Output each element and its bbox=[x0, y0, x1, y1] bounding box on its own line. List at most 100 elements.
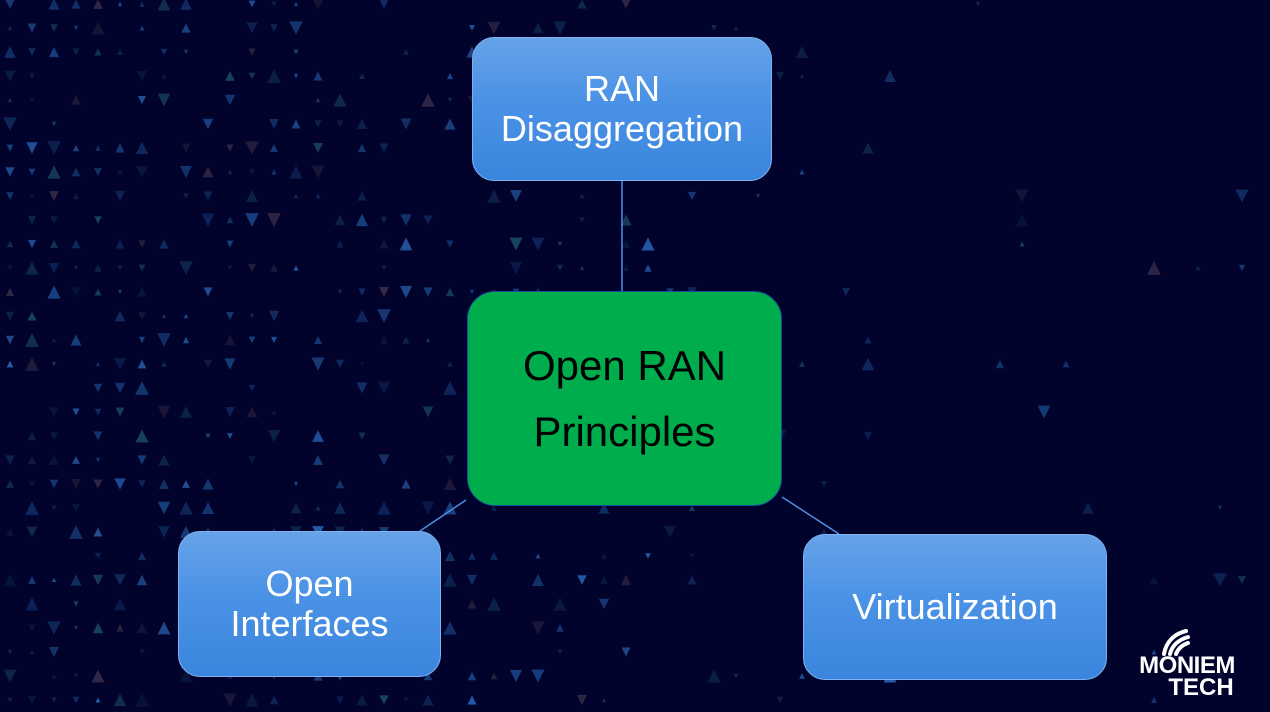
background-triangle bbox=[202, 166, 214, 178]
background-triangle bbox=[645, 553, 651, 559]
background-triangle bbox=[73, 25, 79, 31]
background-triangle bbox=[94, 288, 102, 296]
background-triangle bbox=[531, 669, 545, 683]
background-triangle bbox=[799, 361, 805, 367]
background-triangle bbox=[491, 505, 497, 511]
background-triangle bbox=[446, 72, 454, 80]
background-triangle bbox=[48, 46, 60, 58]
background-triangle bbox=[557, 241, 563, 247]
background-triangle bbox=[29, 649, 35, 655]
background-triangle bbox=[225, 71, 235, 81]
background-triangle bbox=[975, 1, 981, 7]
background-triangle bbox=[1082, 502, 1094, 514]
moniem-tech-logo: MONIEM TECH bbox=[1128, 628, 1246, 701]
background-triangle bbox=[113, 597, 127, 611]
background-triangle bbox=[556, 624, 564, 632]
background-triangle bbox=[467, 599, 477, 609]
background-triangle bbox=[159, 239, 169, 249]
background-triangle bbox=[622, 240, 630, 248]
background-triangle bbox=[579, 265, 585, 271]
background-triangle bbox=[884, 70, 896, 82]
background-triangle bbox=[27, 23, 37, 33]
background-triangle bbox=[621, 647, 631, 657]
background-triangle bbox=[421, 93, 435, 107]
background-triangle bbox=[51, 577, 57, 583]
background-triangle bbox=[861, 357, 875, 371]
background-triangle bbox=[1147, 261, 1161, 275]
background-triangle bbox=[335, 479, 345, 489]
background-triangle bbox=[28, 48, 36, 56]
logo-text-line1: MONIEM bbox=[1139, 652, 1235, 679]
background-triangle bbox=[72, 456, 80, 464]
background-triangle bbox=[620, 574, 632, 586]
background-triangle bbox=[795, 45, 809, 59]
background-triangle bbox=[27, 695, 37, 705]
background-triangle bbox=[842, 288, 850, 296]
background-triangle bbox=[314, 120, 322, 128]
background-triangle bbox=[116, 48, 124, 56]
background-triangle bbox=[93, 383, 103, 393]
background-triangle bbox=[117, 1, 123, 7]
background-triangle bbox=[270, 24, 278, 32]
background-triangle bbox=[290, 502, 302, 514]
node-label: Open RAN Principles bbox=[522, 341, 727, 455]
background-triangle bbox=[444, 550, 456, 562]
background-triangle bbox=[5, 287, 15, 297]
background-triangle bbox=[270, 336, 278, 344]
background-triangle bbox=[202, 478, 214, 490]
background-triangle bbox=[7, 97, 13, 103]
background-triangle bbox=[248, 48, 256, 56]
background-triangle bbox=[799, 673, 805, 679]
background-triangle bbox=[136, 70, 148, 82]
background-triangle bbox=[446, 240, 454, 248]
background-triangle bbox=[27, 431, 37, 441]
node-virtualization: Virtualization bbox=[803, 534, 1107, 680]
background-triangle bbox=[115, 143, 125, 153]
background-triangle bbox=[403, 697, 409, 703]
edge-center-left bbox=[419, 499, 467, 532]
background-triangle bbox=[355, 309, 369, 323]
background-triangle bbox=[862, 142, 874, 154]
background-triangle bbox=[47, 285, 61, 299]
background-triangle bbox=[380, 216, 388, 224]
background-triangle bbox=[245, 141, 259, 155]
background-triangle bbox=[379, 695, 389, 705]
background-triangle bbox=[553, 597, 567, 611]
background-triangle bbox=[421, 501, 435, 515]
background-triangle bbox=[93, 431, 103, 441]
background-triangle bbox=[137, 95, 147, 105]
background-triangle bbox=[267, 69, 281, 83]
background-triangle bbox=[4, 70, 16, 82]
background-triangle bbox=[182, 480, 190, 488]
background-triangle bbox=[444, 118, 456, 130]
background-triangle bbox=[180, 0, 192, 10]
background-triangle bbox=[469, 289, 475, 295]
background-triangle bbox=[293, 1, 299, 7]
background-triangle bbox=[249, 313, 255, 319]
background-triangle bbox=[26, 526, 38, 538]
background-triangle bbox=[137, 359, 147, 369]
background-triangle bbox=[268, 310, 280, 322]
background-triangle bbox=[531, 573, 545, 587]
background-triangle bbox=[334, 502, 346, 514]
background-triangle bbox=[181, 23, 191, 33]
background-triangle bbox=[445, 455, 455, 465]
background-triangle bbox=[179, 501, 193, 515]
background-triangle bbox=[248, 72, 256, 80]
background-triangle bbox=[799, 73, 805, 79]
background-triangle bbox=[115, 407, 125, 417]
background-triangle bbox=[1062, 360, 1070, 368]
background-triangle bbox=[6, 480, 14, 488]
background-triangle bbox=[467, 695, 477, 705]
background-triangle bbox=[315, 193, 321, 199]
background-triangle bbox=[117, 169, 123, 175]
background-triangle bbox=[425, 337, 431, 343]
background-triangle bbox=[28, 168, 36, 176]
signal-wave-icon bbox=[1162, 629, 1190, 656]
background-triangle bbox=[315, 505, 321, 511]
background-triangle bbox=[114, 310, 126, 322]
background-triangle bbox=[157, 405, 171, 419]
background-triangle bbox=[490, 672, 498, 680]
background-triangle bbox=[116, 624, 124, 632]
background-triangle bbox=[226, 240, 234, 248]
